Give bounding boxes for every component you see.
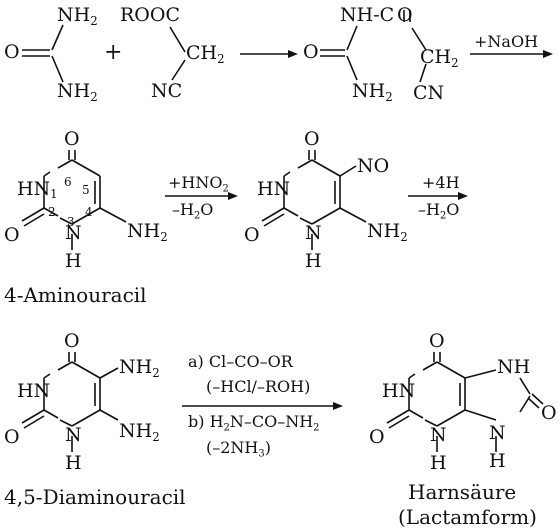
uric-acid-n-bottom: N — [430, 424, 447, 446]
step1-reagent: +NaOH — [474, 32, 539, 51]
step2-byproduct: –H2O — [172, 200, 214, 222]
uric-acid-o-top: O — [429, 330, 445, 352]
diaminouracil-nh2-top: NH2 — [119, 356, 160, 381]
ureide-cn: CN — [413, 82, 445, 104]
ureide-nh2: NH2 — [352, 80, 393, 105]
aminouracil-name: 4-Aminouracil — [4, 283, 147, 307]
nitroso-o-left: O — [244, 224, 260, 246]
urea-nh2-bottom: NH2 — [57, 80, 98, 105]
step3-byproduct: –H2O — [418, 200, 460, 222]
aminouracil-o: O — [64, 128, 80, 150]
nitroso-o: O — [304, 128, 320, 150]
ring-number-4: 4 — [85, 205, 93, 219]
ring-number-6: 6 — [64, 175, 72, 189]
diaminouracil-nh2-bottom: NH2 — [119, 420, 160, 445]
nitroso-h-bottom: H — [305, 250, 322, 272]
aminouracil-nh2: NH2 — [127, 220, 168, 245]
uric-acid-n-bottom-right: N — [489, 422, 506, 444]
arrow-4 — [408, 192, 468, 200]
uric-acid-bonds — [386, 352, 544, 452]
ring-number-1: 1 — [50, 187, 58, 201]
diaminouracil-name: 4,5-Diaminouracil — [4, 485, 186, 509]
cyanoacetate-ch2: CH2 — [186, 42, 225, 67]
ureide-o-left: O — [303, 41, 319, 63]
diaminouracil-o: O — [64, 330, 80, 352]
aminouracil-h-bottom: H — [65, 250, 82, 272]
diaminouracil-o-left: O — [4, 426, 20, 448]
uric-acid-o-left: O — [369, 426, 385, 448]
nitroso-bonds — [261, 150, 367, 250]
ring-number-2: 2 — [48, 205, 56, 219]
step3-reagent: +4H — [422, 173, 460, 192]
uric-acid-name: Harnsäure — [408, 480, 517, 504]
aminouracil-n-bottom: N — [65, 222, 82, 244]
cyanoacetate-ester: ROOC — [120, 4, 180, 26]
uric-acid-form: (Lactamform) — [398, 505, 537, 529]
step4-b-line1: b) H2N–CO–NH2 — [188, 412, 320, 434]
diaminouracil-bonds — [21, 352, 119, 452]
nitroso-no: NO — [357, 155, 390, 177]
step2-reagent: +HNO2 — [168, 173, 229, 195]
ring-number-3: 3 — [67, 215, 75, 229]
ureide-o-top: O — [397, 4, 413, 26]
urea-nh2-top: NH2 — [57, 4, 98, 29]
uric-acid-hn: HN — [382, 380, 416, 402]
step4-b-line2: (–2NH3) — [206, 438, 271, 460]
aminouracil-bonds — [21, 150, 127, 250]
uric-acid-h-bottom: H — [430, 452, 447, 474]
uric-acid-o-right: O — [541, 402, 557, 424]
ureide-bonds — [320, 10, 427, 83]
ring-number-5: 5 — [82, 183, 90, 197]
nitroso-n-bottom: N — [305, 222, 322, 244]
arrow-1 — [240, 50, 298, 58]
nitroso-hn: HN — [257, 178, 291, 200]
ureide-ch2: CH2 — [420, 46, 459, 71]
urea-oxygen: O — [4, 41, 20, 63]
step4-a-line2: (–HCl/–ROH) — [206, 377, 311, 396]
arrow-5 — [182, 402, 343, 410]
aminouracil-o-left: O — [4, 224, 20, 246]
step4-a-line1: a) Cl–CO–OR — [188, 352, 293, 371]
aminouracil-hn: HN — [17, 178, 51, 200]
uric-acid-h-bottom-right: H — [489, 450, 506, 472]
uric-acid-nh-right: NH — [497, 356, 531, 378]
diaminouracil-n-bottom: N — [65, 424, 82, 446]
plus-sign: + — [104, 40, 123, 65]
ureide-nh-co: NH-C — [340, 4, 395, 26]
cyanoacetate-bonds — [169, 26, 186, 81]
urea-bonds — [22, 24, 64, 83]
nitroso-nh2: NH2 — [367, 220, 408, 245]
arrow-3 — [165, 192, 238, 200]
arrow-2 — [470, 50, 553, 58]
diaminouracil-h-bottom: H — [65, 452, 82, 474]
cyanoacetate-nc: NC — [151, 80, 183, 102]
diaminouracil-hn: HN — [17, 380, 51, 402]
